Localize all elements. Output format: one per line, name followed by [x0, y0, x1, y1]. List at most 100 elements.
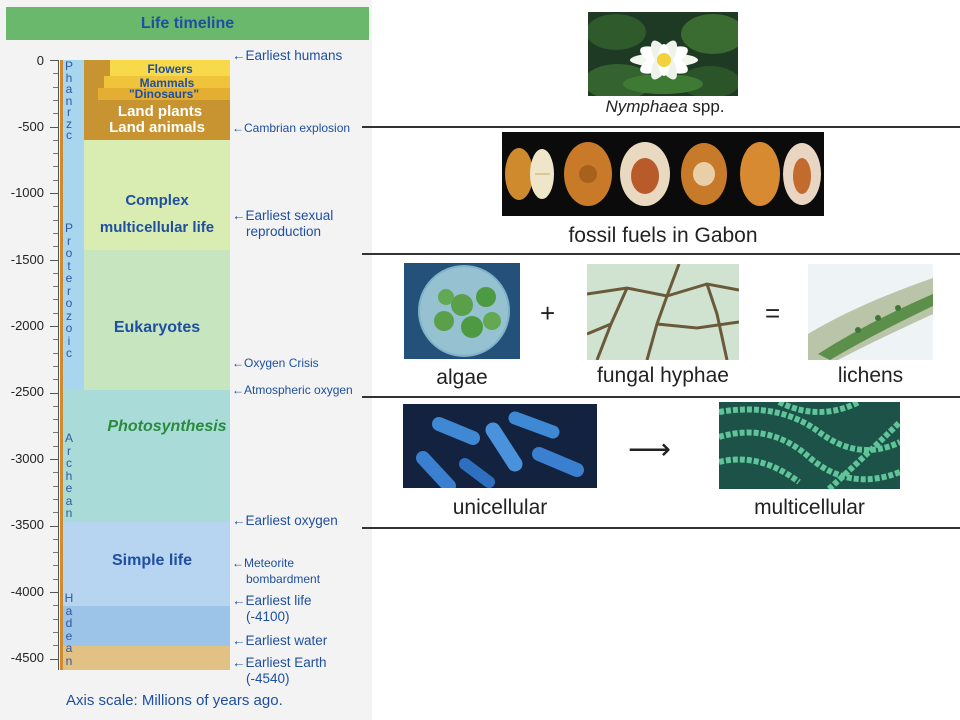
y-axis-tick	[53, 538, 58, 540]
event-text: Earliest life	[245, 593, 312, 608]
algae-caption: algae	[436, 366, 488, 389]
arrow-left-icon: ←	[232, 383, 244, 397]
event-oxygen-crisis: ←Oxygen Crisis	[232, 355, 319, 371]
event-text: Earliest water	[245, 633, 328, 648]
eon-letter: n	[65, 653, 73, 668]
y-axis-tick	[53, 86, 58, 88]
eon-letter: r	[67, 233, 71, 248]
y-axis-tick	[53, 419, 58, 421]
algae-image	[404, 263, 520, 359]
eon-letter: n	[65, 93, 73, 108]
axis-caption: Axis scale: Millions of years ago.	[66, 692, 283, 709]
y-axis-tick	[53, 578, 58, 580]
timeline-title: Life timeline	[6, 7, 369, 40]
y-axis-tick	[53, 312, 58, 314]
eon-letter: r	[67, 283, 71, 298]
plus-sign: +	[540, 298, 556, 328]
multicellular-image	[719, 402, 900, 489]
fungal-hyphae-caption: fungal hyphae	[597, 364, 729, 387]
land-plants-label: Land plants	[117, 103, 203, 120]
arrow-left-icon: ←	[232, 513, 246, 528]
y-axis-tick	[53, 272, 58, 274]
y-axis-tick	[53, 166, 58, 168]
event-text: (-4540)	[246, 671, 290, 686]
y-axis-tick	[53, 232, 58, 234]
eon-letter: e	[65, 271, 73, 285]
y-axis-tick	[53, 246, 58, 248]
y-axis-tick	[53, 445, 58, 447]
eon-letter: a	[65, 493, 73, 508]
genus-name: Nymphaea	[605, 97, 688, 116]
divider-cambrian	[362, 126, 960, 128]
event-text: Earliest sexual	[245, 208, 334, 223]
event-text: Earliest humans	[245, 48, 343, 63]
equals-sign: =	[765, 298, 781, 328]
lichens-caption: lichens	[837, 364, 904, 387]
event-earliest-life: ←Earliest life(-4100)	[232, 593, 312, 625]
eon-letter: A	[64, 431, 73, 445]
y-axis-tick	[53, 139, 58, 141]
eon-letter: z	[66, 308, 72, 323]
y-axis-tick	[50, 592, 58, 593]
y-axis-tick	[53, 339, 58, 341]
gabon-fossils-image	[502, 132, 824, 216]
event-text: Earliest oxygen	[245, 513, 338, 528]
event-text: reproduction	[246, 224, 322, 239]
mammals-label: Mammals	[139, 76, 195, 90]
eon-letter: o	[65, 321, 73, 335]
arrow-left-icon: ←	[232, 556, 244, 570]
water-lily-image	[588, 12, 738, 96]
event-text: Cambrian explosion	[244, 121, 351, 135]
y-axis-tick	[53, 379, 58, 381]
eon-letter: h	[65, 468, 73, 483]
gabon-caption: fossil fuels in Gabon	[568, 224, 758, 247]
eon-strip-simple	[60, 522, 84, 606]
dinosaurs-band	[98, 88, 230, 100]
arrow-left-icon: ←	[232, 48, 246, 63]
eon-strip-archean	[60, 390, 84, 522]
early-life-band	[84, 606, 230, 646]
y-axis-tick	[53, 631, 58, 633]
eon-strip-upper	[60, 60, 84, 390]
arrow-left-icon: ←	[232, 655, 246, 670]
timeline-panel: Life timeline 0 -500 -1000 -1500 -2000 -…	[0, 0, 372, 720]
y-axis-tick	[50, 193, 58, 194]
eon-letter: e	[65, 481, 73, 495]
arrow-left-icon: ←	[232, 593, 246, 608]
divider-eukaryote	[362, 396, 960, 398]
eon-letter: c	[66, 456, 72, 470]
y-axis-tick	[53, 206, 58, 208]
eon-letter: o	[65, 246, 73, 260]
event-earliest-earth: ←Earliest Earth(-4540)	[232, 655, 327, 687]
y-axis-tick	[50, 259, 58, 261]
event-text: (-4100)	[246, 609, 290, 624]
y-axis-tick	[53, 485, 58, 487]
y-axis-tick	[53, 286, 58, 288]
y-axis-tick	[53, 405, 58, 407]
photosynthesis-label: Photosynthesis	[107, 418, 227, 435]
eon-edge-line	[60, 60, 63, 670]
y-tick-label: -3500	[10, 517, 44, 532]
event-text: Earliest Earth	[245, 655, 327, 670]
eon-letter: r	[67, 443, 71, 458]
y-tick-label: -500	[17, 119, 44, 134]
simple-life-band	[84, 522, 230, 606]
eon-strip-hadean	[60, 646, 84, 670]
y-axis-tick	[53, 352, 58, 354]
y-tick-label: 0	[36, 53, 44, 68]
eon-letter: n	[65, 506, 73, 520]
y-axis-tick	[53, 605, 58, 607]
y-axis-tick	[50, 392, 58, 394]
y-axis-tick	[53, 153, 58, 155]
dinosaurs-label: "Dinosaurs"	[128, 87, 200, 101]
arrow-left-icon: ←	[232, 208, 246, 223]
y-axis-tick	[53, 73, 58, 75]
water-lily-caption: Nymphaea spp.	[540, 97, 790, 117]
arrow-left-icon: ←	[232, 121, 244, 135]
complex-label-line1: Complex	[125, 192, 189, 209]
event-text: Meteorite	[244, 556, 295, 570]
fungal-hyphae-image	[587, 264, 739, 360]
y-axis-tick	[50, 60, 58, 61]
y-axis-tick	[50, 658, 58, 660]
